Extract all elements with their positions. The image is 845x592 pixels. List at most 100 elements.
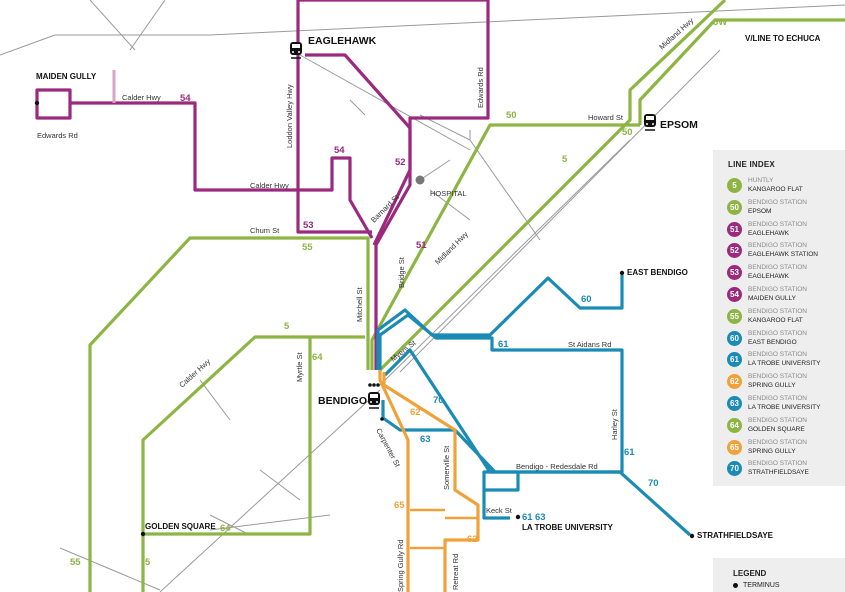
route-destination: SPRING GULLY bbox=[748, 447, 796, 455]
route-destination: EAGLEHAWK bbox=[748, 273, 789, 281]
route-label-64b: 64 bbox=[220, 523, 231, 534]
route-65-line bbox=[378, 370, 410, 592]
route-50-line bbox=[370, 123, 640, 370]
hospital-icon bbox=[415, 175, 425, 185]
route-destination: GOLDEN SQUARE bbox=[748, 425, 805, 433]
terminus-label: TERMINUS bbox=[743, 582, 780, 589]
street-calder-hwy-2: Calder Hwy bbox=[250, 181, 289, 190]
route-label-5a: 5 bbox=[562, 154, 568, 165]
route-70-line bbox=[383, 348, 692, 537]
route-label-61a: 61 bbox=[498, 339, 509, 350]
route-badge: 55 bbox=[727, 308, 742, 324]
terminus-dots bbox=[34, 100, 695, 539]
route-origin: HUNTLY bbox=[748, 177, 774, 184]
route-origin: BENDIGO STATION bbox=[748, 460, 807, 468]
line-index-item: 63 BENDIGO STATION LA TROBE UNIVERSITY bbox=[727, 394, 845, 416]
route-label-53: 53 bbox=[303, 220, 314, 231]
route-badge: 63 bbox=[727, 396, 742, 411]
vline-label: V/LINE TO ECHUCA bbox=[745, 34, 821, 43]
route-60-line bbox=[376, 275, 624, 370]
route-label-54b: 54 bbox=[334, 145, 345, 156]
route-label-5w: 5W bbox=[713, 17, 727, 28]
route-label-55b: 55 bbox=[70, 557, 81, 568]
route-destination: SPRING GULLY bbox=[748, 382, 796, 390]
route-destination: LA TROBE UNIVERSITY bbox=[748, 404, 821, 411]
street-bridge-st: Bridge St bbox=[397, 256, 406, 288]
route-64-line bbox=[143, 337, 312, 536]
line-index-title: LINE INDEX bbox=[728, 160, 775, 169]
street-retreat-rd: Retreat Rd bbox=[451, 554, 460, 590]
street-loddon-valley-hwy: Loddon Valley Hwy bbox=[285, 84, 294, 148]
route-badge: 62 bbox=[727, 374, 742, 390]
east-bendigo-label: EAST BENDIGO bbox=[627, 268, 688, 277]
route-label-64a: 64 bbox=[312, 352, 323, 363]
route-origin: BENDIGO STATION bbox=[748, 416, 807, 424]
route-destination: LA TROBE UNIVERSITY bbox=[748, 360, 821, 368]
golden-square-label: GOLDEN SQUARE bbox=[145, 522, 216, 531]
street-myers-st: Myers St bbox=[389, 338, 419, 364]
route-label-52: 52 bbox=[395, 157, 406, 168]
route-destination: KANGAROO FLAT bbox=[748, 316, 803, 324]
route-badge: 64 bbox=[727, 417, 742, 433]
eaglehawk-train-icon bbox=[290, 42, 302, 59]
street-harley-st: Harley St bbox=[610, 408, 619, 440]
street-somerville-st: Somerville St bbox=[442, 445, 451, 490]
route-origin: BENDIGO STATION bbox=[748, 329, 807, 337]
route-origin: BENDIGO STATION bbox=[748, 286, 807, 293]
route-destination: EAGLEHAWK bbox=[748, 229, 789, 237]
route-5-line bbox=[378, 0, 727, 372]
route-badge: 53 bbox=[727, 265, 742, 281]
street-edwards-rd-1: Edwards Rd bbox=[37, 131, 78, 140]
route-5w-line bbox=[638, 18, 845, 125]
street-carpenter-st: Carpenter St bbox=[374, 427, 402, 470]
route-origin: BENDIGO STATION bbox=[748, 264, 807, 272]
bendigo-train-icon bbox=[368, 392, 380, 409]
route-label-63b: 63 bbox=[535, 512, 546, 523]
strathfieldsaye-label: STRATHFIELDSAYE bbox=[697, 531, 774, 540]
route-54-line bbox=[35, 88, 374, 239]
epsom-train-icon bbox=[644, 114, 656, 131]
street-st-aidans-rd: St Aidans Rd bbox=[568, 340, 611, 349]
route-65-links bbox=[410, 508, 478, 550]
route-destination: KANGAROO FLAT bbox=[748, 186, 803, 193]
route-53-line bbox=[296, 50, 372, 234]
route-52-line bbox=[305, 53, 412, 246]
legend-title: LEGEND bbox=[733, 569, 767, 578]
route-51-line bbox=[296, 0, 490, 370]
route-62-line bbox=[382, 372, 480, 592]
route-5-west-line bbox=[141, 335, 365, 592]
route-origin: BENDIGO STATION bbox=[748, 438, 807, 446]
eaglehawk-label: EAGLEHAWK bbox=[308, 35, 377, 47]
street-mitchell-st: Mitchell St bbox=[355, 286, 364, 322]
route-origin: BENDIGO STATION bbox=[748, 373, 807, 381]
route-badge: 51 bbox=[727, 221, 742, 237]
route-63-line bbox=[381, 400, 497, 474]
route-label-50b: 50 bbox=[622, 127, 633, 138]
route-badge: 5 bbox=[727, 178, 742, 193]
route-badge: 61 bbox=[727, 352, 742, 368]
street-spring-gully-rd: Spring Gully Rd bbox=[396, 539, 405, 592]
line-index-item: 5 HUNTLY KANGAROO FLAT bbox=[727, 176, 845, 198]
route-badge: 54 bbox=[727, 287, 742, 302]
route-origin: BENDIGO STATION bbox=[748, 307, 807, 315]
route-badge: 52 bbox=[727, 243, 742, 259]
legend-terminus: TERMINUS bbox=[733, 582, 780, 589]
route-label-5b: 5 bbox=[284, 321, 290, 332]
route-origin: BENDIGO STATION bbox=[748, 395, 807, 402]
route-label-61c: 61 bbox=[522, 512, 533, 523]
route-61-line bbox=[378, 313, 624, 520]
route-destination: EAST BENDIGO bbox=[748, 338, 797, 346]
route-label-65: 65 bbox=[394, 500, 405, 511]
route-label-63a: 63 bbox=[420, 434, 431, 445]
route-55-line bbox=[88, 236, 370, 592]
street-calder-hwy-1: Calder Hwy bbox=[122, 93, 161, 102]
route-badge: 70 bbox=[727, 461, 742, 477]
